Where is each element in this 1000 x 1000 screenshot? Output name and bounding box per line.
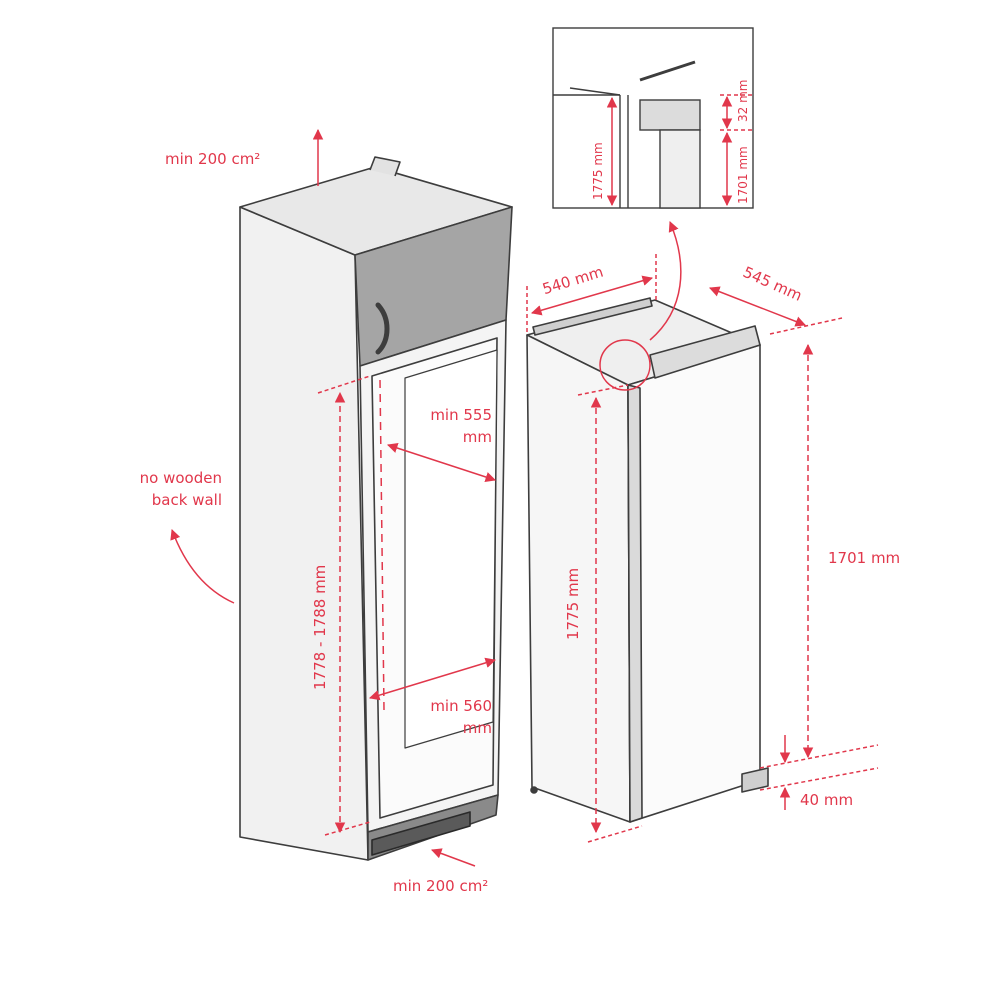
cabinet-drawing [239, 156, 513, 861]
vent-bottom-label: min 200 cm² [393, 877, 489, 895]
width-560-arrow [368, 657, 497, 701]
cabinet-side-panel [239, 206, 369, 861]
appliance-hinge-rail [649, 325, 761, 379]
detail-body-label: 1701 mm [736, 146, 750, 204]
width-560-label-2: mm [462, 719, 492, 737]
no-back-wall-label-1: no wooden [139, 469, 222, 487]
width-560-label-1: min 560 [430, 697, 492, 715]
appliance-foot [530, 786, 538, 794]
detail-callout-circle [599, 339, 651, 391]
no-back-wall-arrow [170, 529, 235, 604]
detail-hinge [639, 99, 701, 131]
appliance-bottom-bracket [741, 767, 769, 793]
depth-555-arrow [387, 442, 496, 483]
niche-height-label: 1778 - 1788 mm [311, 564, 329, 690]
detail-inset [552, 27, 754, 209]
no-back-wall-label-2: back wall [151, 491, 222, 509]
appliance-door-edge [627, 384, 643, 823]
depth-555-label-1: min 555 [430, 406, 492, 424]
detail-callout-arrow [649, 221, 682, 341]
vent-bottom-arrow [431, 848, 476, 867]
detail-total-label: 1775 mm [591, 142, 605, 200]
appliance-front-door [627, 344, 761, 823]
depth-555-label-2: mm [462, 428, 492, 446]
door-handle-icon [375, 302, 390, 355]
appliance-height-label: 1775 mm [564, 567, 582, 640]
base-gap-label: 40 mm [800, 791, 854, 809]
detail-gap-label: 32 mm [736, 79, 750, 122]
cabinet-plinth-grille [371, 811, 471, 856]
appliance-width-arrow [530, 275, 654, 316]
vent-top-label: min 200 cm² [165, 150, 261, 168]
appliance-depth-arrow [709, 286, 806, 327]
appliance-drawing [526, 297, 769, 823]
body-height-label: 1701 mm [828, 549, 901, 567]
cabinet-top-rim [369, 156, 401, 177]
dimension-lines [170, 128, 879, 867]
